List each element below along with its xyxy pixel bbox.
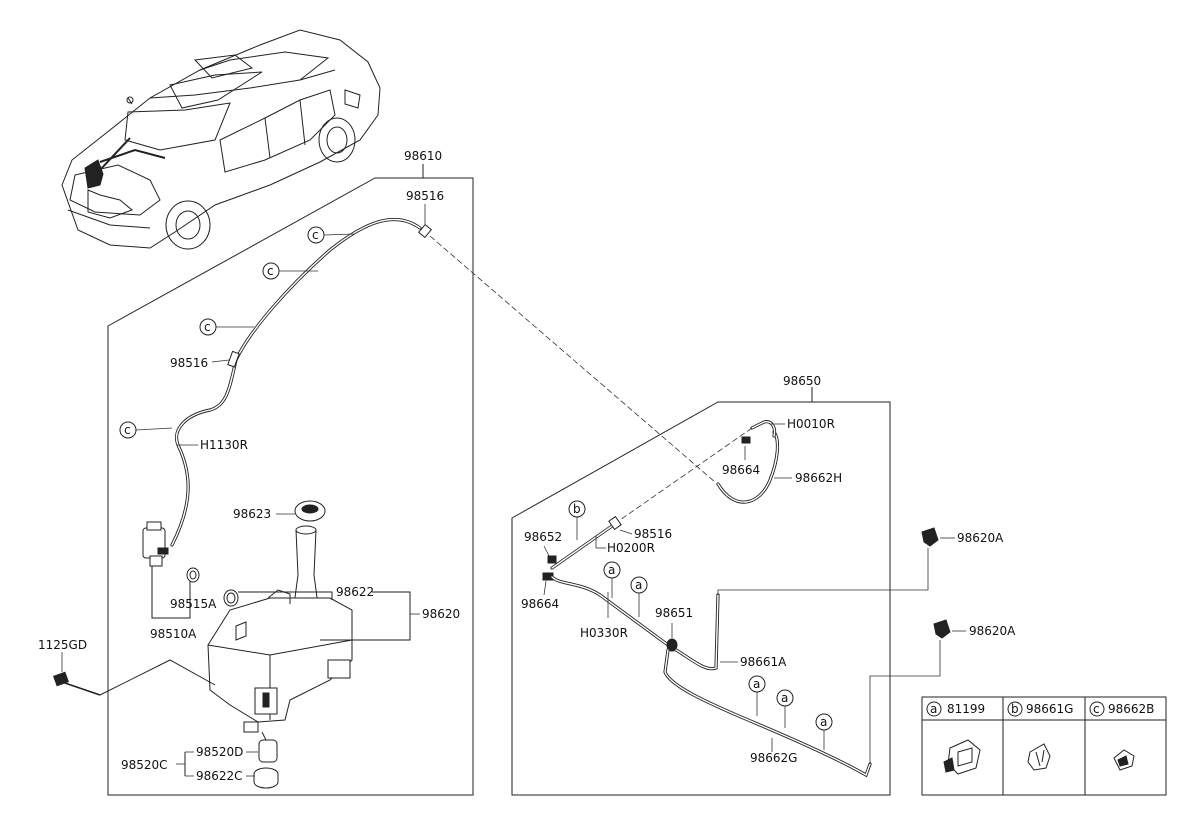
part-label-98664-bottom: 98664 [521,597,559,611]
part-label-98622C: 98622C [196,769,243,783]
part-label-98520C: 98520C [121,758,168,772]
clip-legend-table: a 81199 b 98661G c 98662B [921,696,1167,796]
clip-c-drawing [1113,749,1135,771]
washer-reservoir [207,525,353,723]
clip-callout-a-3: a [748,675,766,693]
part-label-98623: 98623 [233,507,271,521]
part-label-98610: 98610 [404,149,442,163]
part-label-98622: 98622 [336,585,374,599]
car-illustration [61,29,381,250]
legend-b-letter: b [1007,701,1023,717]
svg-text:c: c [124,423,131,437]
legend-c-letter: c [1089,701,1105,717]
part-label-H0200R: H0200R [607,541,655,555]
clip-callout-c-2: c [262,262,280,280]
clip-callout-a-5: a [815,713,833,731]
svg-text:b: b [573,502,581,516]
svg-text:c: c [204,320,211,334]
clip-callout-a-2: a [630,576,648,594]
group-frame-98610 [107,177,474,796]
mounting-bolt [53,671,101,696]
part-label-98661A: 98661A [740,655,787,669]
part-label-H0330R: H0330R [580,626,628,640]
legend-a-part: 81199 [947,702,985,716]
svg-text:c: c [312,228,319,242]
clip-callout-b: b [568,500,586,518]
sensor-grommet [253,767,279,789]
part-label-98620A-top: 98620A [957,531,1004,545]
part-label-H1130R: H1130R [200,438,248,452]
part-label-98516-top: 98516 [406,189,444,203]
part-label-98516-mid: 98516 [170,356,208,370]
svg-text:a: a [753,677,760,691]
svg-text:a: a [820,715,827,729]
svg-text:a: a [930,702,937,716]
part-label-98662H: 98662H [795,471,842,485]
part-label-H0010R: H0010R [787,417,835,431]
part-label-98651: 98651 [655,606,693,620]
reservoir-cap [294,500,326,522]
svg-text:a: a [608,563,615,577]
part-label-98520D: 98520D [196,745,243,759]
clip-callout-c-4: c [119,421,137,439]
legend-c-part: 98662B [1108,702,1154,716]
pump-grommet [186,567,200,583]
legend-a-letter: a [926,701,942,717]
part-label-98516-right: 98516 [634,527,672,541]
part-label-98650: 98650 [783,374,821,388]
washer-pump [142,521,169,567]
washer-nozzle-top: 98620A [921,527,1004,547]
group-frame-98650 [511,401,891,796]
washer-nozzle-bottom: 98620A [933,619,1016,639]
part-label-98620: 98620 [422,607,460,621]
nozzle-hose-group: 98650 98662H H0010R 98664 98516 H0200R b [511,374,941,796]
clip-callout-a-1: a [603,561,621,579]
reservoir-grommet [223,589,239,607]
hose-joint [666,638,678,652]
reservoir-assembly-group: 98610 98516 98516 c c c c [38,149,474,796]
part-label-98515A: 98515A [170,597,217,611]
svg-text:c: c [1093,702,1100,716]
level-sensor [243,721,278,763]
part-label-98620A-bottom: 98620A [969,624,1016,638]
svg-text:c: c [267,264,274,278]
svg-text:a: a [635,578,642,592]
part-label-98664-top: 98664 [722,463,760,477]
part-label-1125GD: 1125GD [38,638,87,652]
part-label-98662G: 98662G [750,751,797,765]
clip-callout-a-4: a [776,689,794,707]
legend-b-part: 98661G [1026,702,1073,716]
part-label-98652: 98652 [524,530,562,544]
clip-callout-c-3: c [199,318,217,336]
clip-a-drawing [943,739,981,775]
clip-b-drawing [1027,743,1051,771]
svg-text:b: b [1011,702,1019,716]
part-label-98510A: 98510A [150,627,197,641]
clip-callout-c-1: c [307,226,325,244]
svg-text:a: a [781,691,788,705]
